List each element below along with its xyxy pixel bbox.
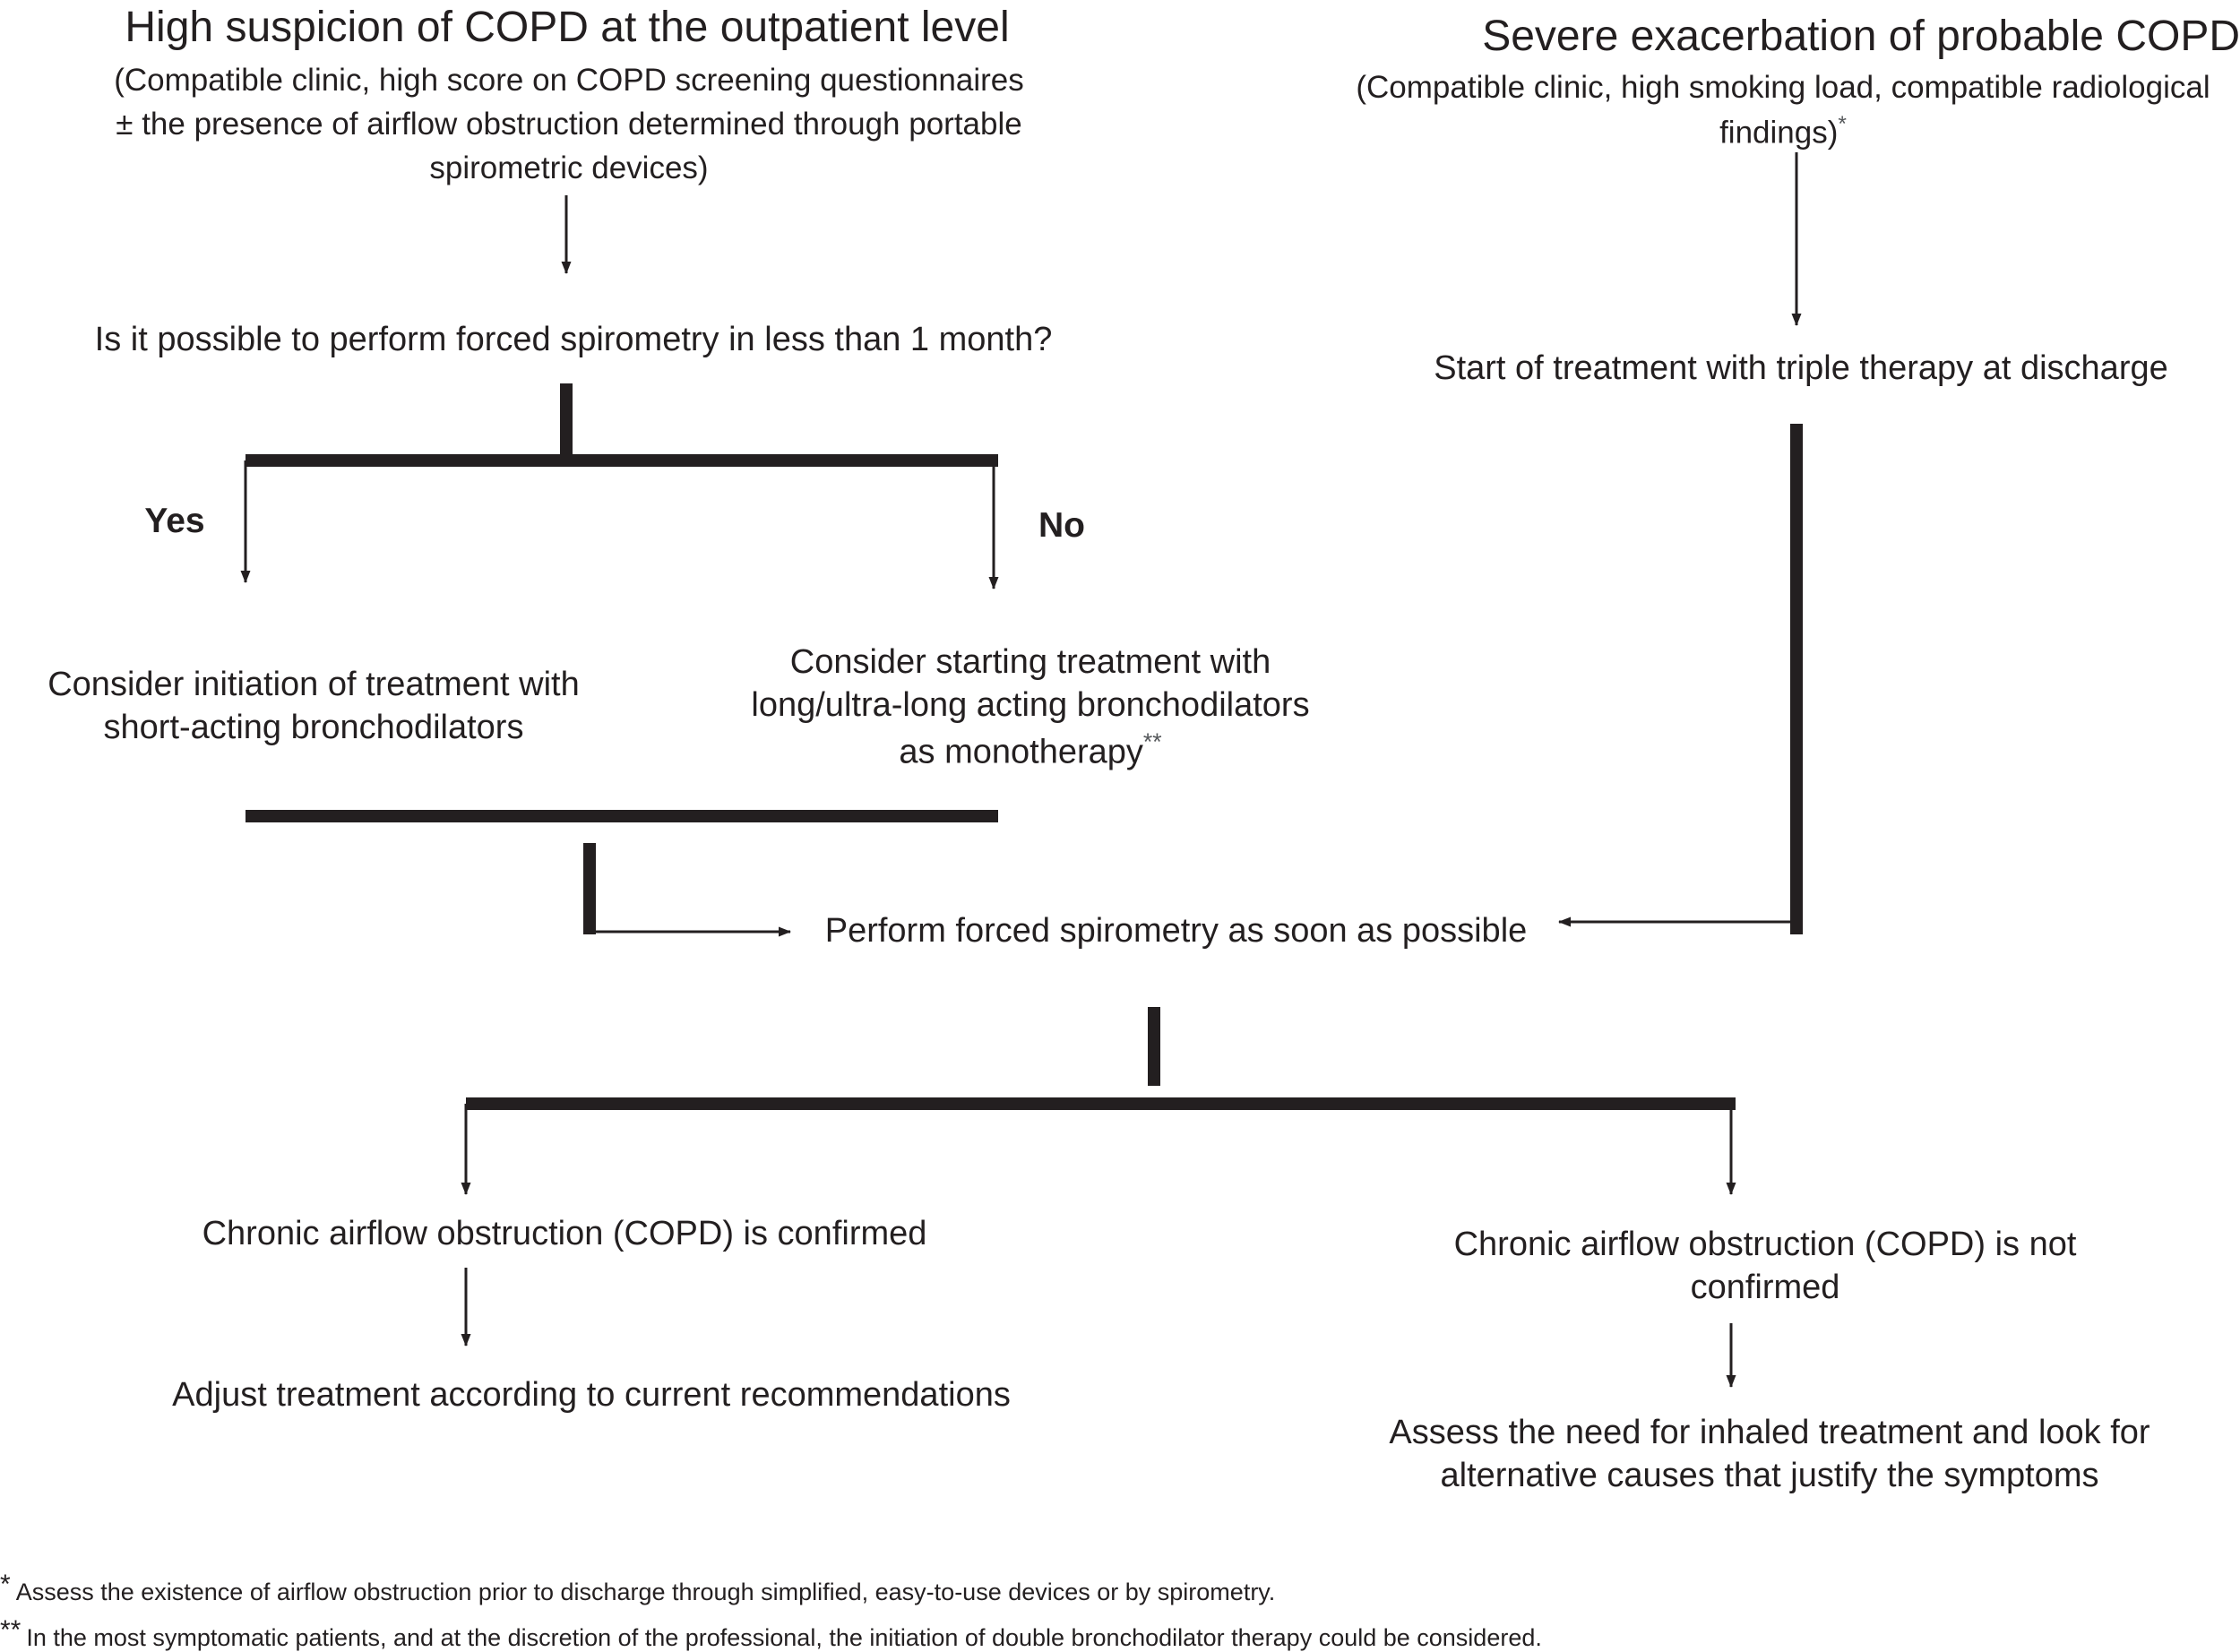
outcome-not-confirmed: Chronic airflow obstruction (COPD) is no… <box>1453 1226 2077 1307</box>
right-subtitle-line-2-text: findings) <box>1719 115 1839 151</box>
outcome-confirmed-action: Adjust treatment according to current re… <box>172 1376 1011 1414</box>
footnote-1: *Assess the existence of airflow obstruc… <box>0 1570 1275 1606</box>
no-label: No <box>1038 506 1085 545</box>
footnote-2-mark: ** <box>0 1615 22 1645</box>
right-subtitle-line-1: (Compatible clinic, high smoking load, c… <box>1356 70 2210 105</box>
right-subtitle-line-2: findings)* <box>1326 109 2240 154</box>
yes-action: Consider initiation of treatment with sh… <box>47 666 580 747</box>
footnote-2-text: In the most symptomatic patients, and at… <box>26 1624 1542 1651</box>
no-action-line-2: long/ultra-long acting bronchodilators <box>751 686 1310 725</box>
footnote-1-text: Assess the existence of airflow obstruct… <box>15 1579 1276 1605</box>
footnote-2: **In the most symptomatic patients, and … <box>0 1615 1542 1652</box>
no-action-line-3-text: as monotherapy <box>899 733 1143 771</box>
outcome-confirmed: Chronic airflow obstruction (COPD) is co… <box>202 1215 927 1252</box>
question-text: Is it possible to perform forced spirome… <box>94 321 1053 358</box>
left-title: High suspicion of COPD at the outpatient… <box>125 4 1010 51</box>
no-action-line-3: as monotherapy** <box>699 727 1362 774</box>
merge-step: Perform forced spirometry as soon as pos… <box>824 912 1528 950</box>
double-asterisk-mark: ** <box>1142 727 1162 755</box>
no-action-line-1: Consider starting treatment with <box>789 643 1271 681</box>
no-action: Consider starting treatment with long/ul… <box>699 641 1362 773</box>
right-action: Start of treatment with triple therapy a… <box>1434 349 2168 387</box>
outcome-not-confirmed-action: Assess the need for inhaled treatment an… <box>1389 1414 2150 1495</box>
single-asterisk-mark: * <box>1838 112 1847 136</box>
right-subtitle: (Compatible clinic, high smoking load, c… <box>1326 65 2240 154</box>
footnote-1-mark: * <box>0 1570 11 1599</box>
left-subtitle: (Compatible clinic, high score on COPD s… <box>114 63 1024 185</box>
yes-label: Yes <box>144 502 205 540</box>
right-title: Severe exacerbation of probable COPD <box>1482 13 2240 60</box>
